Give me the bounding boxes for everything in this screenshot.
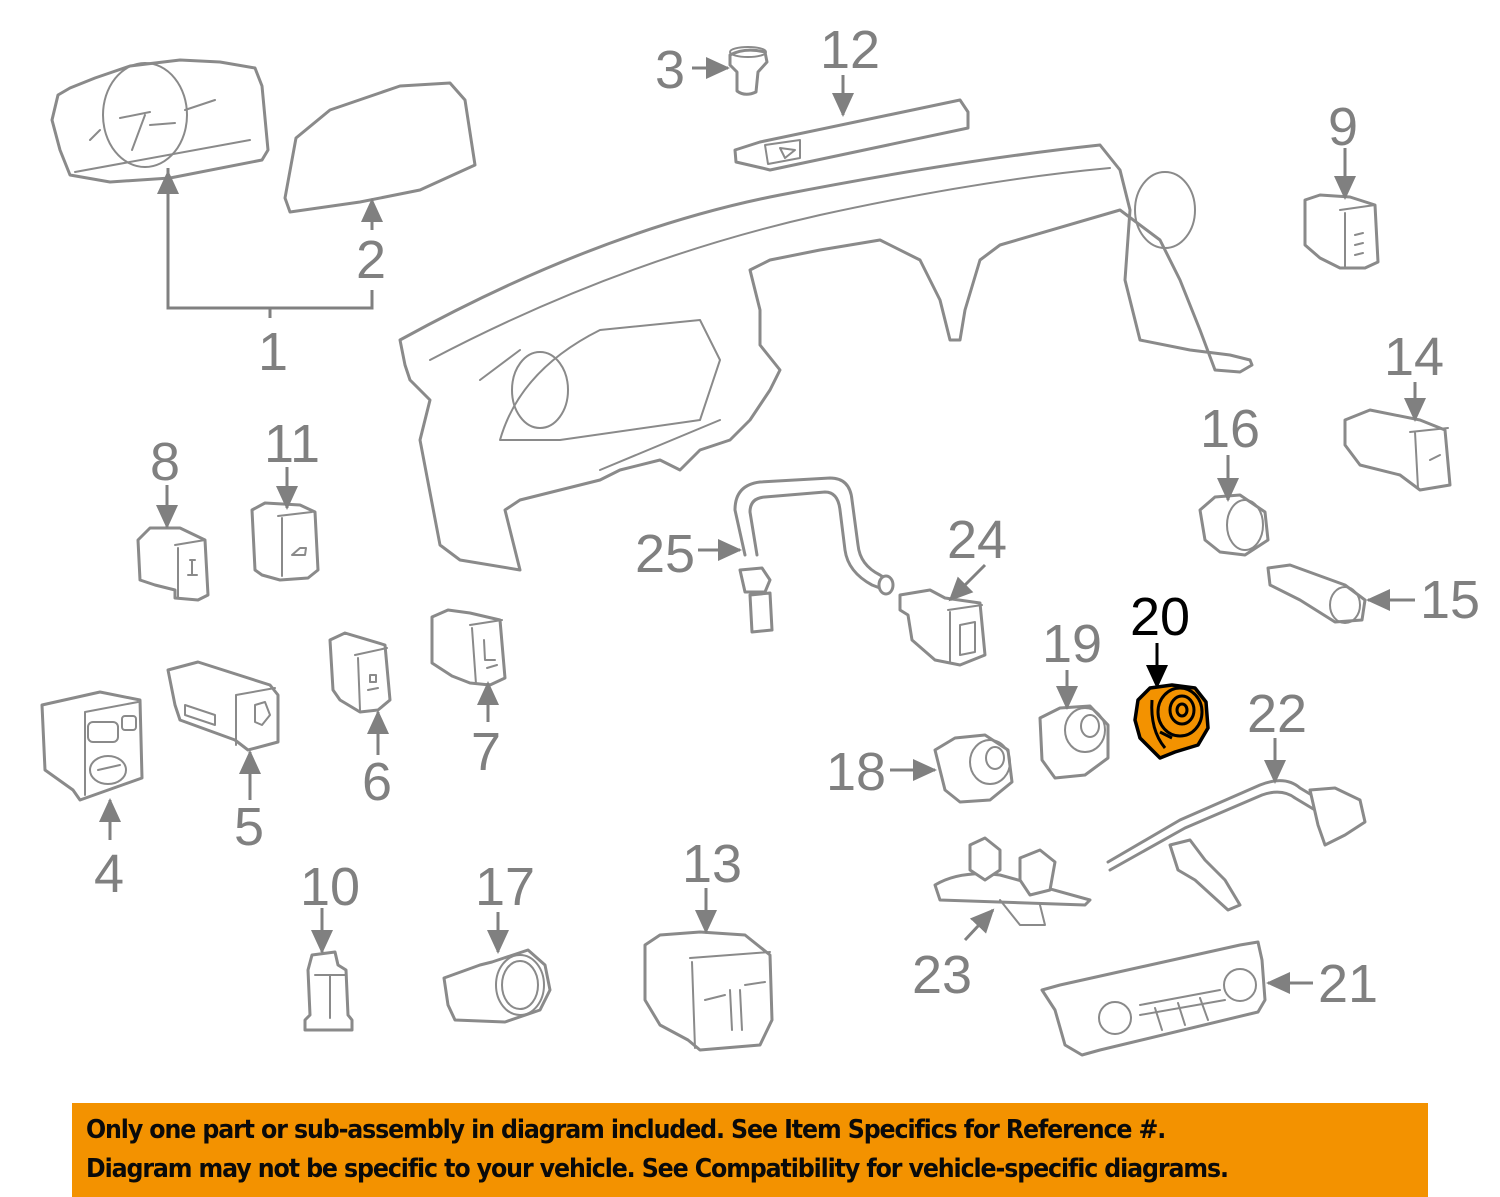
part-22-harness[interactable] (1106, 779, 1367, 912)
part-11-switch[interactable] (250, 501, 320, 582)
parts-diagram: 1 2 3 4 5 6 7 8 9 10 11 12 13 14 15 16 1… (40, 20, 1480, 1057)
part-25-aspirator-hose[interactable] (733, 476, 895, 634)
part-4-mirror-switch[interactable] (40, 690, 144, 802)
part-15-cigar-lighter[interactable] (1266, 563, 1367, 624)
callout-12[interactable]: 12 (820, 20, 880, 80)
callout-5[interactable]: 5 (234, 797, 264, 857)
dashboard-panel (398, 143, 1254, 572)
callout-15[interactable]: 15 (1420, 570, 1480, 630)
notice-banner: Only one part or sub-assembly in diagram… (72, 1103, 1428, 1197)
notice-line-1: Only one part or sub-assembly in diagram… (86, 1115, 1166, 1145)
callout-23[interactable]: 23 (912, 945, 972, 1005)
callout-labels: 1 2 3 4 5 6 7 8 9 10 11 12 13 14 15 16 1… (94, 20, 1480, 1014)
callout-18[interactable]: 18 (826, 742, 886, 802)
callout-7[interactable]: 7 (471, 722, 501, 782)
part-2-meter-lens[interactable] (283, 81, 477, 214)
part-10-switch[interactable] (303, 950, 354, 1032)
callout-4[interactable]: 4 (94, 844, 124, 904)
callout-21[interactable]: 21 (1318, 954, 1378, 1014)
part-9-switch[interactable] (1303, 193, 1380, 270)
part-19-switch[interactable] (1038, 704, 1110, 780)
part-23-harness[interactable] (933, 836, 1092, 926)
callout-13[interactable]: 13 (682, 834, 742, 894)
callout-11[interactable]: 11 (264, 414, 320, 474)
callout-20-highlighted[interactable]: 20 (1130, 587, 1190, 647)
callout-10[interactable]: 10 (300, 857, 360, 917)
part-5-switch[interactable] (166, 660, 280, 752)
part-6-switch[interactable] (328, 631, 392, 714)
part-1-combination-meter[interactable] (50, 58, 270, 184)
part-12-hazard-switch[interactable] (733, 98, 970, 172)
callout-8[interactable]: 8 (150, 432, 180, 492)
callout-24[interactable]: 24 (947, 510, 1007, 570)
callout-22[interactable]: 22 (1247, 684, 1307, 744)
part-8-switch[interactable] (136, 526, 210, 602)
part-13-switch[interactable] (643, 930, 774, 1052)
part-17-start-switch[interactable] (442, 948, 552, 1024)
callout-19[interactable]: 19 (1042, 614, 1102, 674)
part-21-climate-panel[interactable] (1040, 940, 1267, 1057)
callout-25[interactable]: 25 (635, 524, 695, 584)
part-18-switch[interactable] (933, 733, 1014, 804)
part-20-highlighted-switch[interactable] (1133, 683, 1210, 760)
callout-16[interactable]: 16 (1200, 399, 1260, 459)
part-7-switch[interactable] (430, 608, 507, 687)
notice-line-2: Diagram may not be specific to your vehi… (86, 1154, 1229, 1184)
callout-14[interactable]: 14 (1384, 327, 1444, 387)
callout-6[interactable]: 6 (362, 752, 392, 812)
callout-3[interactable]: 3 (655, 40, 685, 100)
callout-1[interactable]: 1 (258, 322, 288, 382)
part-16-socket[interactable] (1198, 493, 1270, 557)
callout-9[interactable]: 9 (1328, 97, 1358, 157)
part-24-sensor[interactable] (898, 588, 987, 667)
callout-17[interactable]: 17 (475, 857, 535, 917)
part-14-switch[interactable] (1343, 408, 1452, 492)
callout-2[interactable]: 2 (356, 230, 386, 290)
leader-lines (99, 57, 1426, 994)
part-3-knob[interactable] (728, 46, 769, 96)
